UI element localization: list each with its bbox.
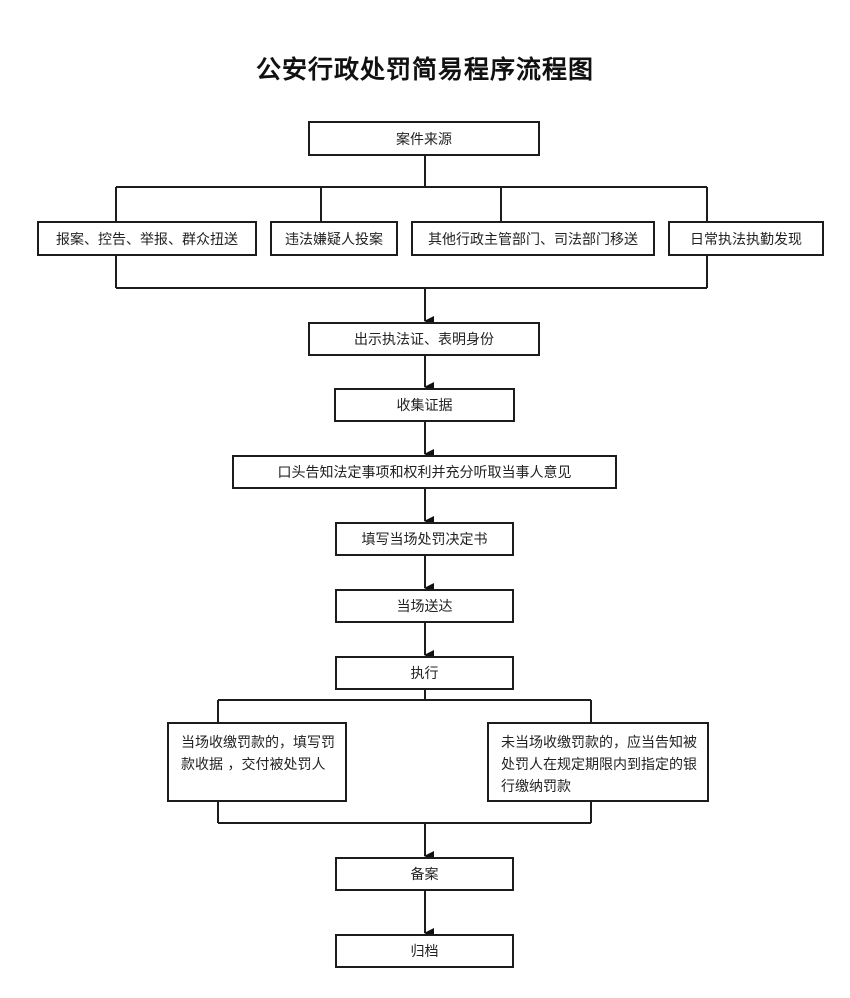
node-label: 案件来源	[396, 131, 452, 148]
node-case-source: 案件来源	[308, 121, 540, 156]
node-label: 执行	[410, 666, 439, 682]
node-label: 备案	[410, 867, 439, 883]
node-label: 当场收缴罚款的，填写罚款收据 ，交付被处罚人	[181, 735, 335, 773]
node-pay-on-spot: 当场收缴罚款的，填写罚款收据 ，交付被处罚人	[167, 722, 347, 802]
node-deliver: 当场送达	[335, 589, 514, 623]
node-show-credentials: 出示执法证、表明身份	[308, 322, 540, 356]
node-source-patrol: 日常执法执勤发现	[668, 221, 824, 256]
node-label: 日常执法执勤发现	[690, 231, 802, 248]
node-notify-rights: 口头告知法定事项和权利并充分听取当事人意见	[232, 455, 617, 489]
node-fill-decision: 填写当场处罚决定书	[335, 522, 514, 556]
node-record: 备案	[335, 857, 514, 891]
page-title: 公安行政处罚简易程序流程图	[255, 55, 594, 84]
node-label: 口头告知法定事项和权利并充分听取当事人意见	[277, 465, 572, 481]
node-label: 报案、控告、举报、群众扭送	[56, 231, 238, 248]
node-label: 其他行政主管部门、司法部门移送	[428, 231, 638, 248]
node-label: 当场送达	[396, 599, 453, 615]
node-label: 填写当场处罚决定书	[361, 532, 488, 548]
node-execute: 执行	[335, 656, 514, 690]
node-pay-at-bank: 未当场收缴罚款的，应当告知被处罚人在规定期限内到指定的银行缴纳罚款	[487, 722, 709, 802]
node-archive: 归档	[335, 934, 514, 968]
node-source-surrender: 违法嫌疑人投案	[270, 221, 398, 256]
node-label: 归档	[410, 944, 439, 960]
node-label: 违法嫌疑人投案	[285, 231, 383, 248]
node-label: 收集证据	[396, 398, 453, 414]
node-collect-evidence: 收集证据	[334, 388, 515, 422]
node-label: 未当场收缴罚款的，应当告知被处罚人在规定期限内到指定的银行缴纳罚款	[501, 735, 697, 795]
node-label: 出示执法证、表明身份	[354, 332, 494, 348]
node-source-transfer: 其他行政主管部门、司法部门移送	[411, 221, 655, 256]
node-source-report: 报案、控告、举报、群众扭送	[37, 221, 257, 256]
